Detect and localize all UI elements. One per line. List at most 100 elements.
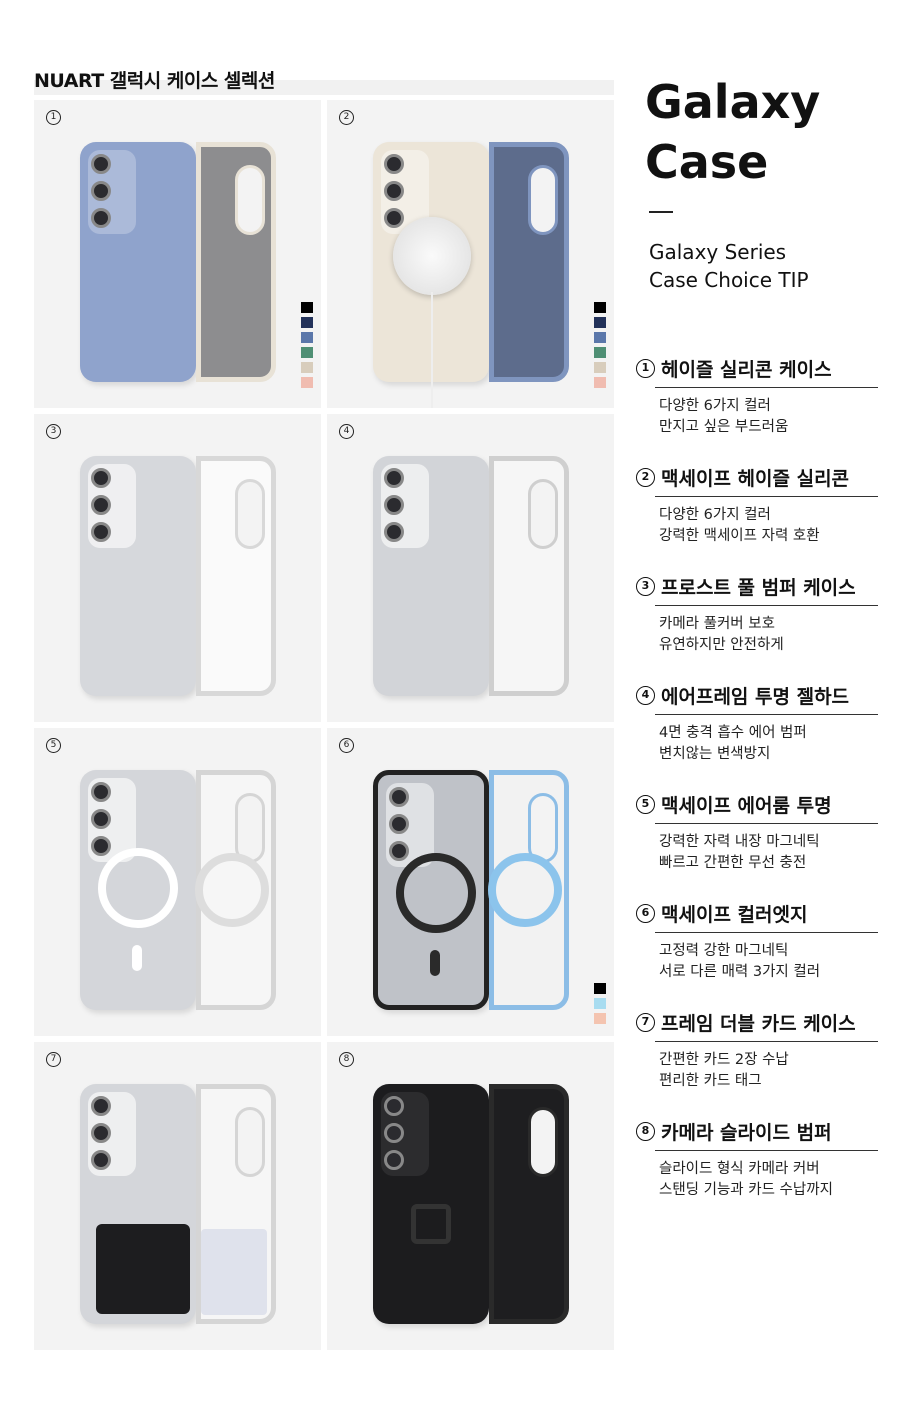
tip-title: 프레임 더블 카드 케이스 [661, 1012, 856, 1035]
tip-line-1: 다양한 6가지 컬러 [659, 507, 771, 523]
product-cell-5[interactable]: 5 [34, 728, 321, 1036]
tip-title: 헤이즐 실리콘 케이스 [661, 358, 832, 381]
brand-title: NUART 갤럭시 케이스 셀렉션 [34, 70, 275, 92]
divider [649, 211, 673, 213]
tip-line-2: 유연하지만 안전하게 [659, 637, 784, 653]
tip-divider [655, 1150, 878, 1151]
case-inside-image [196, 456, 276, 696]
tip-number: 5 [636, 794, 655, 814]
tip-line-2: 편리한 카드 태그 [659, 1073, 762, 1089]
phone-back-image [80, 770, 196, 1010]
tip-title: 프로스트 풀 범퍼 케이스 [661, 576, 856, 599]
camera-module [381, 150, 429, 234]
item-number: 8 [339, 1052, 354, 1067]
camera-module [88, 778, 136, 862]
color-swatch[interactable] [594, 1013, 606, 1024]
tip-title: 에어프레임 투명 젤하드 [661, 685, 850, 708]
product-cell-3[interactable]: 3 [34, 414, 321, 722]
phone-back-image [80, 142, 196, 382]
product-cell-4[interactable]: 4 [327, 414, 614, 722]
product-cell-1[interactable]: 1 [34, 100, 321, 408]
tip-line-2: 변치않는 변색방지 [659, 746, 771, 762]
title-line-1: Galaxy [645, 75, 821, 129]
magsafe-charger [393, 217, 471, 295]
tip-heading: 6 맥세이프 컬러엣지 [636, 900, 878, 926]
product-cell-2[interactable]: 2 [327, 100, 614, 408]
color-swatch[interactable] [594, 362, 606, 373]
tip-line-1: 다양한 6가지 컬러 [659, 398, 771, 414]
tip-divider [655, 932, 878, 933]
color-swatch[interactable] [594, 302, 606, 313]
tip-line-2: 만지고 싶은 부드러움 [659, 419, 789, 435]
product-cell-8[interactable]: 8 [327, 1042, 614, 1350]
camera-cutout [528, 479, 558, 549]
tip-divider [655, 387, 878, 388]
camera-module [381, 1092, 429, 1176]
camera-cutout [528, 1107, 558, 1177]
item-number: 7 [46, 1052, 61, 1067]
phone-back-image [373, 1084, 489, 1324]
camera-module [88, 150, 136, 234]
item-number: 5 [46, 738, 61, 753]
tip-divider [655, 823, 878, 824]
product-cell-7[interactable]: 7 [34, 1042, 321, 1350]
tip-divider [655, 496, 878, 497]
camera-cutout [235, 479, 265, 549]
color-swatch[interactable] [594, 998, 606, 1009]
camera-module [88, 464, 136, 548]
color-swatch[interactable] [594, 332, 606, 343]
product-cell-6[interactable]: 6 [327, 728, 614, 1036]
camera-cutout [528, 793, 558, 863]
color-swatch[interactable] [301, 302, 313, 313]
camera-cutout [235, 793, 265, 863]
phone-back-image [80, 456, 196, 696]
phone-back-image [373, 456, 489, 696]
tip-line-2: 서로 다른 매력 3가지 컬러 [659, 964, 821, 980]
color-swatch[interactable] [594, 983, 606, 994]
color-swatch[interactable] [301, 317, 313, 328]
tip-number: 8 [636, 1121, 655, 1141]
color-swatch[interactable] [301, 362, 313, 373]
tip-number: 7 [636, 1012, 655, 1032]
item-number: 3 [46, 424, 61, 439]
camera-cutout [528, 165, 558, 235]
camera-module [381, 464, 429, 548]
tip-line-1: 슬라이드 형식 카메라 커버 [659, 1161, 820, 1177]
color-swatch[interactable] [301, 347, 313, 358]
color-swatch[interactable] [594, 347, 606, 358]
ring-stand [411, 1204, 451, 1244]
item-number: 2 [339, 110, 354, 125]
tip-number: 1 [636, 358, 655, 378]
color-swatch[interactable] [594, 377, 606, 388]
color-swatch[interactable] [594, 317, 606, 328]
camera-module [386, 783, 434, 867]
magsafe-ring [98, 848, 178, 928]
tip-number: 6 [636, 903, 655, 923]
tip-divider [655, 1041, 878, 1042]
header-band [34, 80, 614, 95]
color-swatch[interactable] [301, 377, 313, 388]
tip-number: 2 [636, 467, 655, 487]
camera-module [88, 1092, 136, 1176]
phone-back-image [373, 770, 489, 1010]
tip-line-1: 고정력 강한 마그네틱 [659, 943, 789, 959]
tip-title: 맥세이프 컬러엣지 [661, 903, 808, 926]
case-inside-image [196, 142, 276, 382]
tip-divider [655, 714, 878, 715]
tip-number: 3 [636, 576, 655, 596]
color-swatch[interactable] [301, 332, 313, 343]
